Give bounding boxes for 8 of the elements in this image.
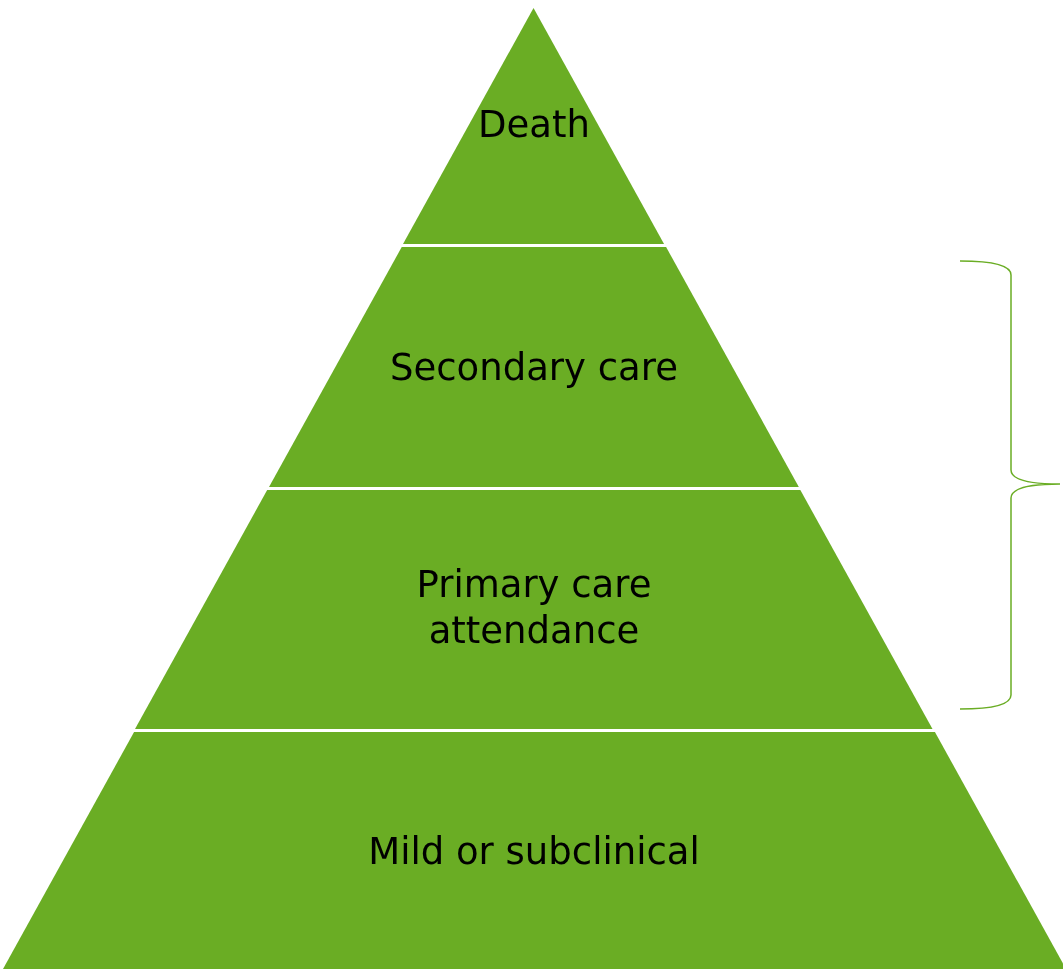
- tier-label: Primary care attendance: [415, 562, 653, 654]
- pyramid-tier: [2, 732, 1063, 969]
- pyramid-tier: [269, 247, 799, 487]
- tier-label: Secondary care: [389, 345, 679, 391]
- tier-label: Death: [477, 102, 591, 148]
- tier-label: Mild or subclinical: [367, 829, 701, 875]
- pyramid-tier: [403, 8, 665, 244]
- pyramid-tier: [135, 490, 933, 729]
